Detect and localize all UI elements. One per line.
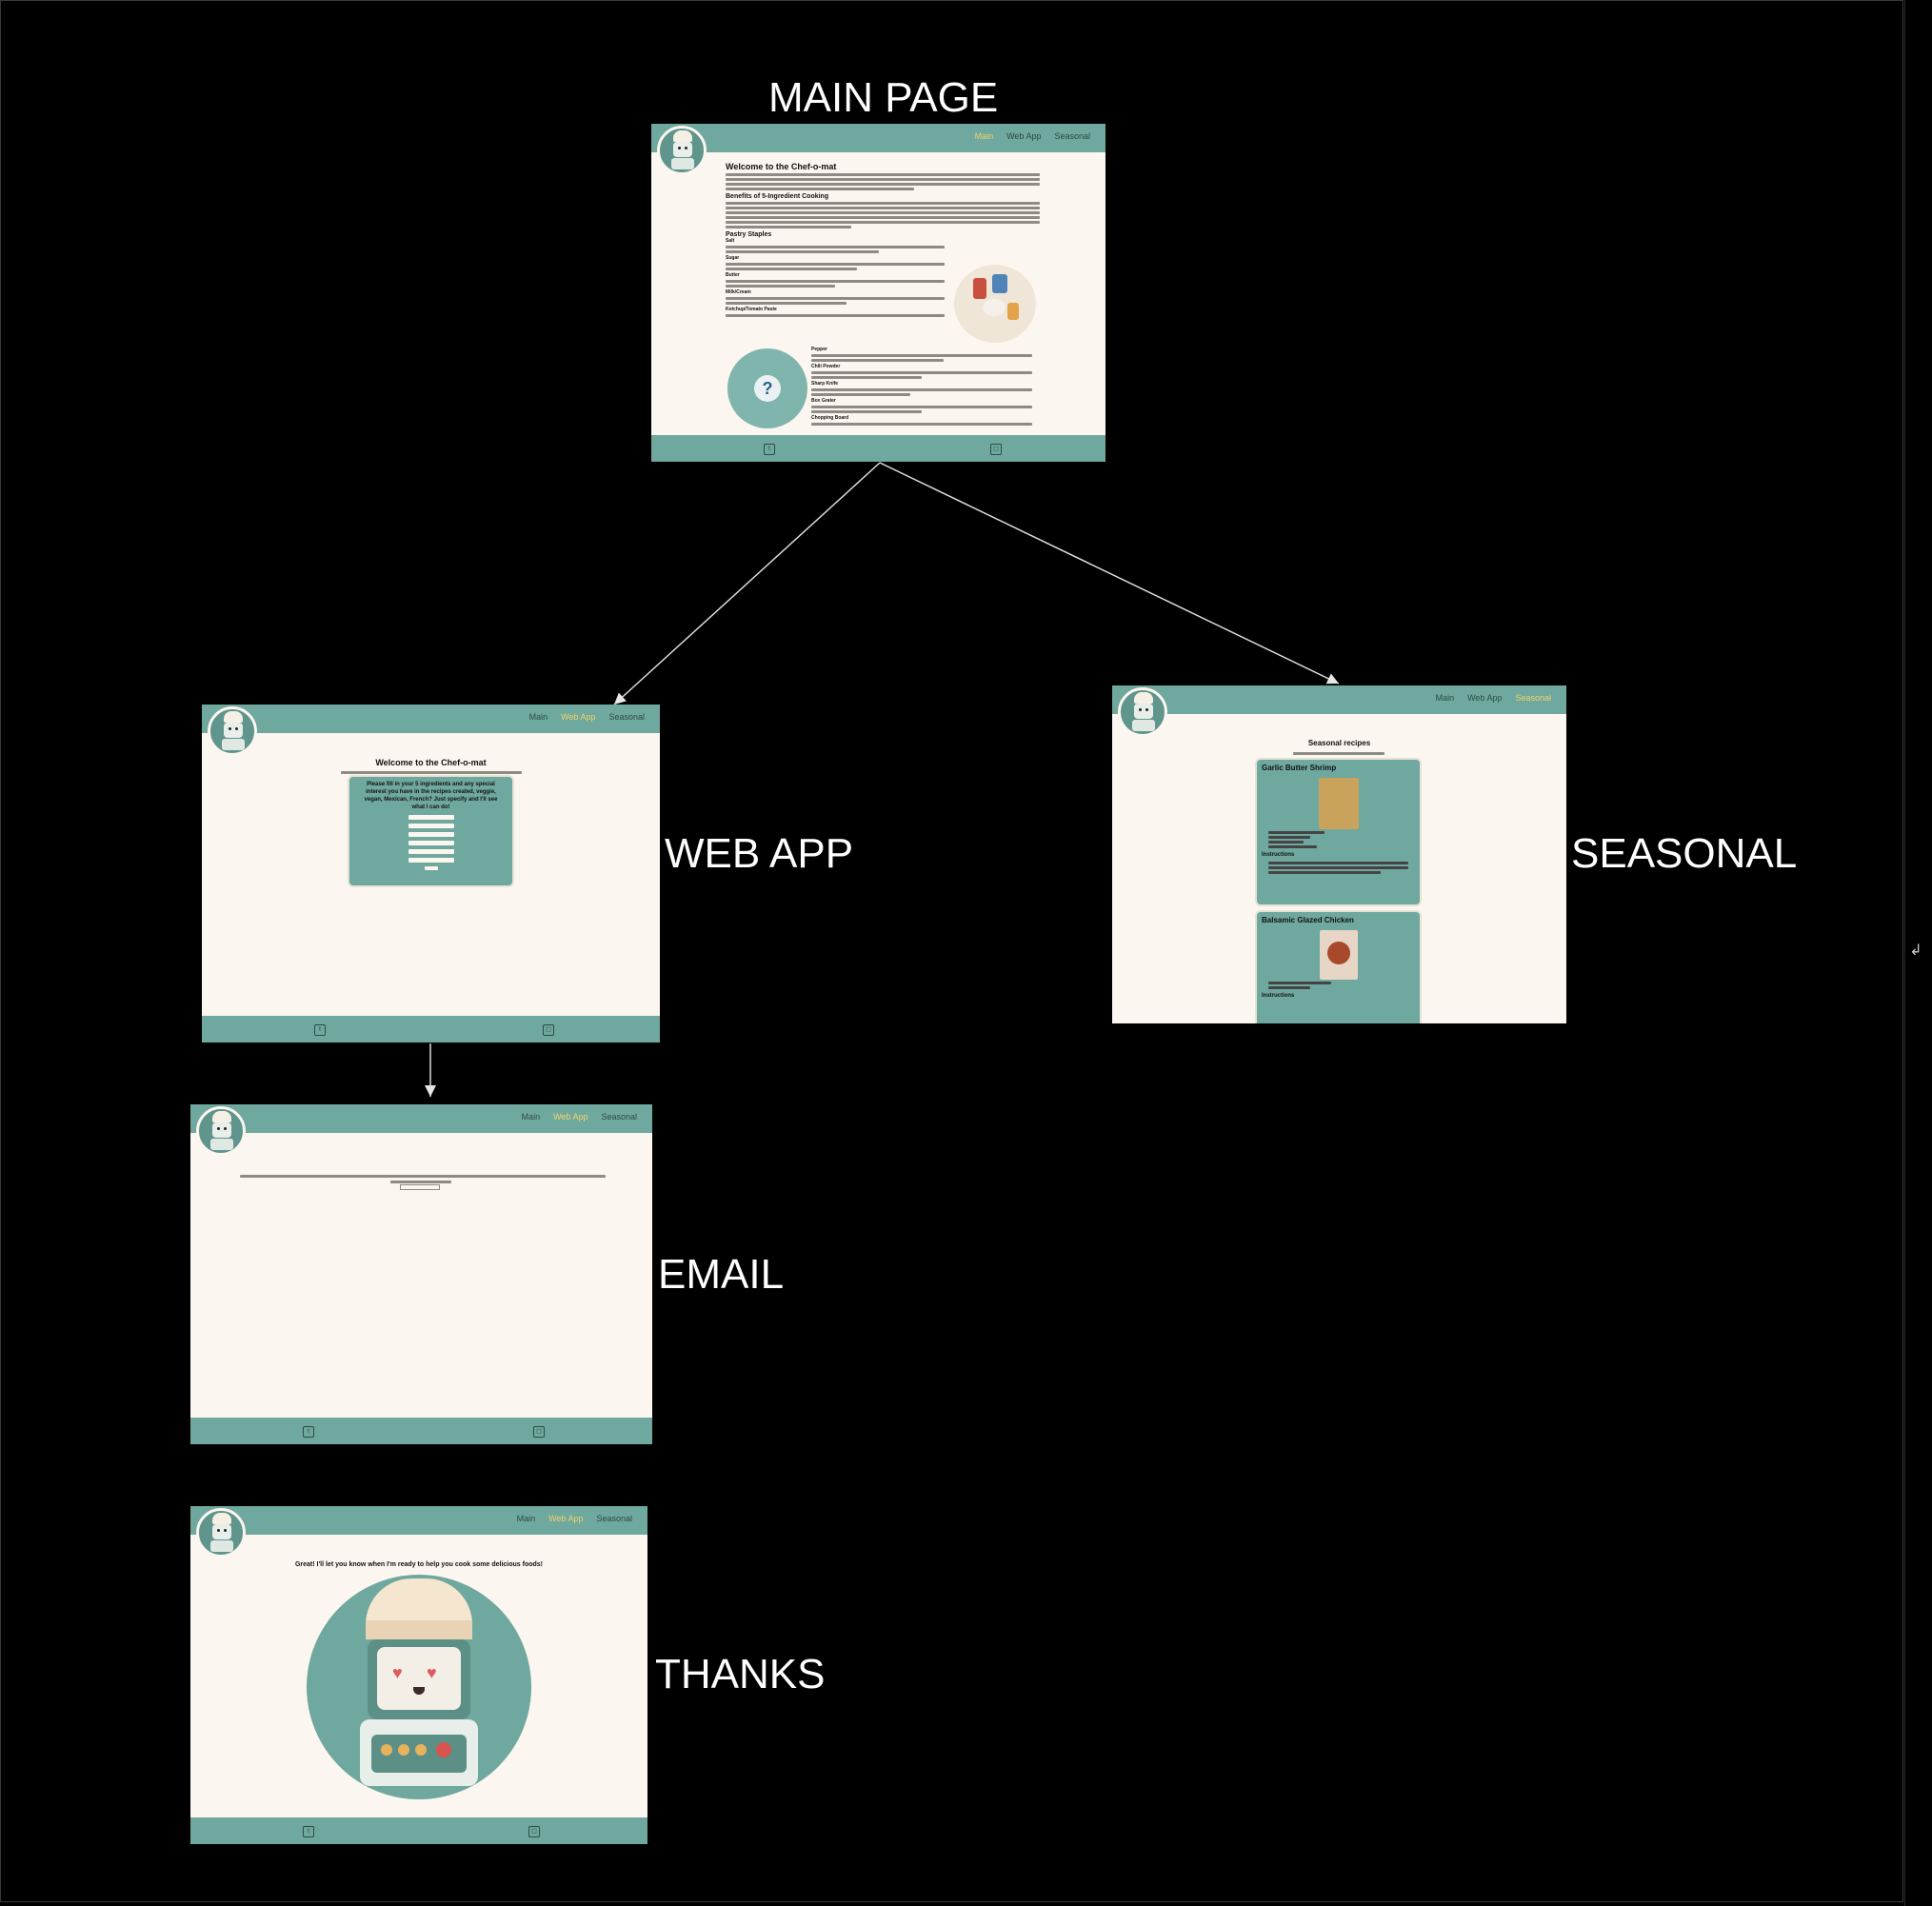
ingredient-input-1[interactable]	[408, 815, 454, 820]
staple-1: Sugar	[726, 255, 740, 261]
recipe-1-name: Garlic Butter Shrimp	[1262, 764, 1337, 772]
main-title: Welcome to the Chef-o-mat	[726, 162, 837, 171]
nav-seasonal[interactable]: Seasonal	[596, 1514, 632, 1523]
ingredient-input-4[interactable]	[408, 841, 454, 845]
ingredient-prompt: Please fill in your 5 ingredients and an…	[364, 782, 498, 810]
nav-seasonal[interactable]: Seasonal	[601, 1112, 637, 1122]
web-app-screenshot[interactable]: Main Web App Seasonal Welcome to the Che…	[202, 705, 660, 1042]
nav-main[interactable]: Main	[521, 1112, 541, 1122]
nav-main[interactable]: Main	[1435, 693, 1455, 703]
recipe-2-name: Balsamic Glazed Chicken	[1262, 916, 1354, 924]
arrow-main-to-seasonal	[879, 462, 1340, 685]
staple-6: Chili Powder	[811, 364, 841, 369]
recipe-1-instructions: Instructions	[1262, 852, 1295, 858]
question-ingredients-illustration: ?	[727, 348, 807, 428]
staple-2: Butter	[726, 272, 740, 278]
thanks-screenshot[interactable]: Main Web App Seasonal Great! I'll let yo…	[190, 1506, 647, 1844]
staple-4: Ketchup/Tomato Paste	[726, 307, 777, 312]
ingredient-input-2[interactable]	[408, 824, 454, 828]
nav-seasonal[interactable]: Seasonal	[608, 712, 645, 722]
staple-3: Milk/Cream	[726, 289, 751, 295]
label-main-page: MAIN PAGE	[768, 74, 999, 121]
ingredient-input-3[interactable]	[408, 832, 454, 837]
recipe-2-instructions: Instructions	[1262, 993, 1295, 999]
instagram-icon[interactable]: ◻	[533, 1426, 545, 1438]
twitter-icon[interactable]: t	[314, 1024, 326, 1036]
shrimp-image	[1318, 778, 1359, 829]
instagram-icon[interactable]: ◻	[528, 1826, 540, 1837]
email-input[interactable]	[400, 1184, 440, 1190]
twitter-icon[interactable]: t	[764, 444, 775, 455]
chef-robot-logo-icon	[196, 1508, 246, 1558]
main-benefits-heading: Benefits of 5-Ingredient Cooking	[726, 193, 829, 200]
staple-8: Box Grater	[811, 398, 836, 404]
right-scroll-strip[interactable]	[1904, 0, 1932, 1906]
nav-web-app[interactable]: Web App	[548, 1514, 584, 1523]
staple-7: Sharp Knife	[811, 381, 839, 387]
instagram-icon[interactable]: ◻	[543, 1024, 554, 1036]
label-seasonal: SEASONAL	[1571, 830, 1798, 877]
chef-robot-logo-icon	[208, 706, 257, 756]
collapse-panel-icon[interactable]: ↲	[1909, 943, 1922, 959]
ingredient-form-card: Please fill in your 5 ingredients and an…	[348, 775, 514, 887]
email-screenshot[interactable]: Main Web App Seasonal t ◻	[190, 1104, 652, 1444]
arrow-main-to-webapp	[613, 462, 881, 705]
submit-button[interactable]	[424, 866, 438, 870]
nav-web-app[interactable]: Web App	[1467, 693, 1503, 703]
chicken-image	[1319, 930, 1358, 980]
label-web-app: WEB APP	[665, 830, 854, 877]
nav-main[interactable]: Main	[974, 131, 994, 141]
twitter-icon[interactable]: t	[303, 1826, 314, 1837]
nav-web-app[interactable]: Web App	[553, 1112, 588, 1122]
staple-0: Salt	[726, 238, 735, 244]
label-thanks: THANKS	[655, 1651, 826, 1698]
staple-9: Chopping Board	[811, 415, 849, 421]
thanks-message: Great! I'll let you know when I'm ready …	[294, 1561, 544, 1568]
chef-robot-logo-icon	[1118, 687, 1167, 737]
special-interest-input[interactable]	[408, 858, 454, 863]
happy-chef-robot-illustration: ♥ ♥	[307, 1575, 531, 1799]
seasonal-title: Seasonal recipes	[1307, 739, 1371, 747]
label-email: EMAIL	[658, 1251, 785, 1298]
seasonal-screenshot[interactable]: Main Web App Seasonal Seasonal recipes G…	[1112, 685, 1566, 1023]
ingredient-input-5[interactable]	[408, 849, 454, 854]
nav-seasonal[interactable]: Seasonal	[1054, 131, 1090, 141]
nav-main[interactable]: Main	[516, 1514, 536, 1523]
twitter-icon[interactable]: t	[303, 1426, 314, 1438]
instagram-icon[interactable]: ◻	[990, 444, 1002, 455]
nav-web-app[interactable]: Web App	[561, 712, 596, 722]
recipe-card-1[interactable]: Garlic Butter Shrimp Instructions	[1255, 758, 1422, 906]
main-page-screenshot[interactable]: Main Web App Seasonal Welcome to the Che…	[651, 124, 1105, 462]
staple-5: Pepper	[811, 347, 827, 352]
chef-robot-logo-icon	[657, 126, 707, 175]
recipe-card-2[interactable]: Balsamic Glazed Chicken Instructions	[1255, 910, 1422, 1023]
chef-robot-logo-icon	[196, 1106, 246, 1156]
nav-seasonal[interactable]: Seasonal	[1515, 693, 1551, 703]
webapp-title: Welcome to the Chef-o-mat	[375, 758, 487, 767]
main-staples-heading: Pastry Staples	[726, 231, 772, 238]
ingredients-illustration	[954, 265, 1036, 343]
nav-main[interactable]: Main	[528, 712, 548, 722]
nav-web-app[interactable]: Web App	[1006, 131, 1042, 141]
